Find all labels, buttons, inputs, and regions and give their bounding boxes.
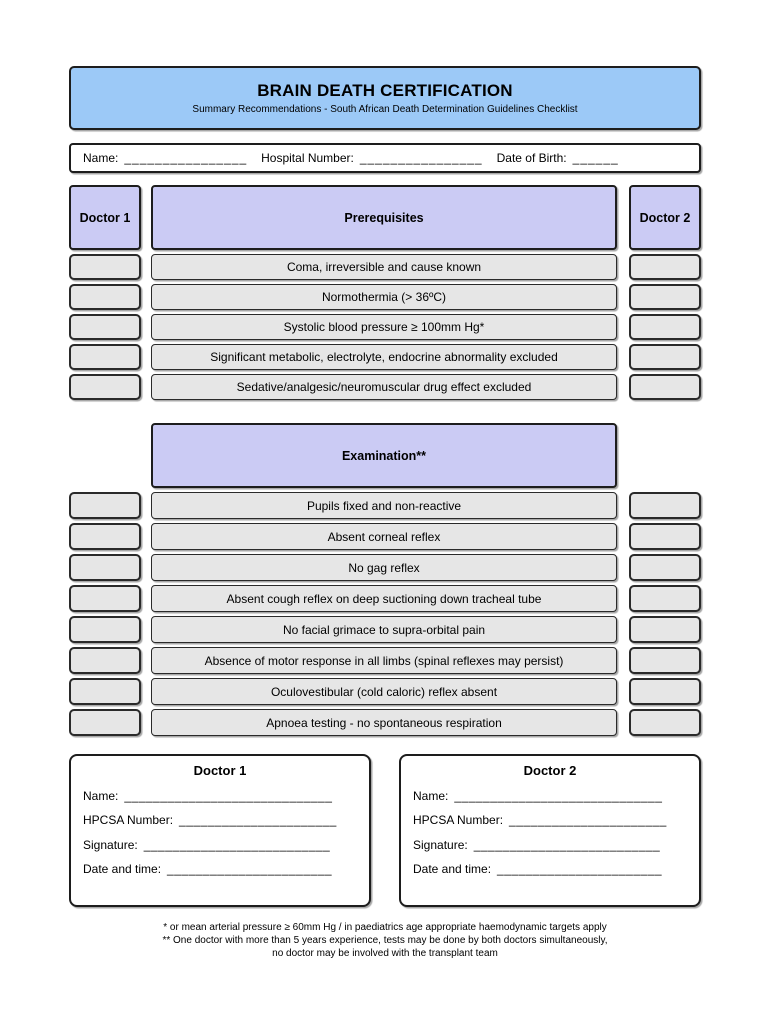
- examination-item: Pupils fixed and non-reactive: [151, 492, 617, 519]
- doctor2-hpcsa-field[interactable]: ______________________: [509, 813, 667, 827]
- doctor2-checkbox-exam-4[interactable]: [629, 585, 701, 612]
- doctor1-checkbox-prereq-2[interactable]: [69, 284, 141, 310]
- signature-section: Doctor 1 Name: _________________________…: [69, 754, 701, 907]
- doctor2-datetime-field[interactable]: _______________________: [497, 862, 663, 876]
- doctor1-checkbox-exam-7[interactable]: [69, 678, 141, 705]
- examination-item: No facial grimace to supra-orbital pain: [151, 616, 617, 643]
- doctor1-checkbox-prereq-3[interactable]: [69, 314, 141, 340]
- doctor1-name-field[interactable]: _____________________________: [124, 788, 333, 803]
- doctor2-checkbox-exam-5[interactable]: [629, 616, 701, 643]
- doctor1-checkbox-exam-5[interactable]: [69, 616, 141, 643]
- patient-name-label: Name:: [83, 151, 119, 165]
- doctor2-hpcsa-label: HPCSA Number:: [413, 813, 504, 827]
- doctor1-datetime-label: Date and time:: [83, 862, 162, 876]
- date-of-birth-field[interactable]: ______: [572, 151, 619, 165]
- doctor1-hpcsa-field[interactable]: ______________________: [179, 813, 337, 827]
- doctor1-signature-field[interactable]: __________________________: [143, 837, 331, 852]
- doctor2-checkbox-exam-1[interactable]: [629, 492, 701, 519]
- doctor1-checkbox-prereq-4[interactable]: [69, 344, 141, 370]
- doctor1-checkbox-exam-3[interactable]: [69, 554, 141, 581]
- examination-item: No gag reflex: [151, 554, 617, 581]
- examination-header-right-spacer: [629, 423, 701, 488]
- doctor2-checkbox-exam-8[interactable]: [629, 709, 701, 736]
- doctor2-checkbox-prereq-1[interactable]: [629, 254, 701, 280]
- doctor2-checkbox-prereq-2[interactable]: [629, 284, 701, 310]
- prerequisite-item: Systolic blood pressure ≥ 100mm Hg*: [151, 314, 617, 340]
- doctor1-name-label: Name:: [83, 788, 119, 803]
- examination-item: Absent corneal reflex: [151, 523, 617, 550]
- examination-item: Oculovestibular (cold caloric) reflex ab…: [151, 678, 617, 705]
- patient-name-field[interactable]: ________________: [124, 151, 248, 165]
- doctor2-box-title: Doctor 2: [523, 763, 577, 778]
- doctor1-checkbox-exam-8[interactable]: [69, 709, 141, 736]
- doctor1-signature-label: Signature:: [83, 837, 138, 852]
- footnote-line: * or mean arterial pressure ≥ 60mm Hg / …: [163, 922, 607, 933]
- doctor2-checkbox-exam-3[interactable]: [629, 554, 701, 581]
- doctor2-checkbox-prereq-4[interactable]: [629, 344, 701, 370]
- hospital-number-label: Hospital Number:: [261, 151, 354, 165]
- doctor1-checkbox-exam-2[interactable]: [69, 523, 141, 550]
- prerequisites-section: Doctor 1 Prerequisites Doctor 2 Coma, ir…: [69, 185, 701, 400]
- examination-item: Absent cough reflex on deep suctioning d…: [151, 585, 617, 612]
- doctor1-signature-box: Doctor 1 Name: _________________________…: [69, 754, 371, 907]
- hospital-number-field[interactable]: ________________: [359, 151, 483, 165]
- doctor1-checkbox-prereq-5[interactable]: [69, 374, 141, 400]
- examination-header: Examination**: [151, 423, 617, 488]
- patient-info-bar: Name: ________________ Hospital Number: …: [69, 143, 701, 173]
- doctor1-column-header: Doctor 1: [69, 185, 141, 250]
- title-banner: BRAIN DEATH CERTIFICATION Summary Recomm…: [69, 66, 701, 130]
- doctor1-checkbox-exam-1[interactable]: [69, 492, 141, 519]
- doctor2-datetime-label: Date and time:: [413, 862, 492, 876]
- page-title: BRAIN DEATH CERTIFICATION: [257, 81, 513, 100]
- examination-item: Apnoea testing - no spontaneous respirat…: [151, 709, 617, 736]
- doctor2-checkbox-prereq-3[interactable]: [629, 314, 701, 340]
- page-subtitle: Summary Recommendations - South African …: [192, 104, 578, 115]
- footnotes: * or mean arterial pressure ≥ 60mm Hg / …: [69, 921, 701, 960]
- doctor2-column-header: Doctor 2: [629, 185, 701, 250]
- prerequisite-item: Normothermia (> 36ºC): [151, 284, 617, 310]
- examination-section: Examination** Pupils fixed and non-react…: [69, 412, 701, 736]
- prerequisite-item: Significant metabolic, electrolyte, endo…: [151, 344, 617, 370]
- doctor1-checkbox-exam-6[interactable]: [69, 647, 141, 674]
- doctor2-signature-label: Signature:: [413, 837, 468, 852]
- examination-header-left-spacer: [69, 423, 141, 488]
- doctor2-checkbox-exam-7[interactable]: [629, 678, 701, 705]
- prerequisite-item: Sedative/analgesic/neuromuscular drug ef…: [151, 374, 617, 400]
- examination-item: Absence of motor response in all limbs (…: [151, 647, 617, 674]
- prerequisite-item: Coma, irreversible and cause known: [151, 254, 617, 280]
- doctor1-hpcsa-label: HPCSA Number:: [83, 813, 174, 827]
- doctor1-checkbox-exam-4[interactable]: [69, 585, 141, 612]
- date-of-birth-label: Date of Birth:: [496, 151, 567, 165]
- form-page: BRAIN DEATH CERTIFICATION Summary Recomm…: [69, 0, 701, 960]
- doctor1-box-title: Doctor 1: [193, 763, 247, 778]
- doctor2-checkbox-exam-2[interactable]: [629, 523, 701, 550]
- doctor2-checkbox-exam-6[interactable]: [629, 647, 701, 674]
- footnote-line: no doctor may be involved with the trans…: [272, 948, 498, 959]
- doctor1-datetime-field[interactable]: _______________________: [167, 862, 333, 876]
- prerequisites-header: Prerequisites: [151, 185, 617, 250]
- doctor2-signature-field[interactable]: __________________________: [473, 837, 661, 852]
- footnote-line: ** One doctor with more than 5 years exp…: [162, 935, 608, 946]
- doctor2-name-label: Name:: [413, 788, 449, 803]
- doctor2-name-field[interactable]: _____________________________: [454, 788, 663, 803]
- doctor2-checkbox-prereq-5[interactable]: [629, 374, 701, 400]
- doctor1-checkbox-prereq-1[interactable]: [69, 254, 141, 280]
- doctor2-signature-box: Doctor 2 Name: _________________________…: [399, 754, 701, 907]
